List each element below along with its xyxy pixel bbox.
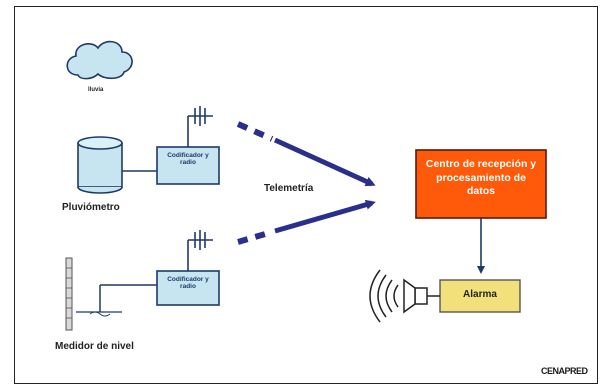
level-gauge-icon (65, 257, 122, 331)
speaker-icon (369, 269, 440, 323)
processing-center-box (415, 149, 547, 219)
cloud-label: lluvia (88, 87, 104, 93)
alarm-box (439, 279, 521, 313)
antenna-icon-1 (187, 106, 213, 147)
telemetry-arrow-1 (236, 121, 376, 187)
level-gauge-link (99, 284, 157, 312)
level-gauge-label: Medidor de nivel (55, 341, 134, 352)
antenna-icon-2 (187, 230, 213, 271)
telemetry-label: Telemetría (264, 183, 314, 194)
alarm-label: Alarma (463, 289, 497, 300)
processing-center-label: Centro de recepción y procesamiento de d… (425, 158, 537, 198)
telemetry-arrow-2 (237, 199, 376, 245)
rain-gauge-label: Pluviómetro (62, 202, 120, 213)
cloud-icon (66, 40, 133, 80)
encoder-label-2: Codificador y radio (167, 276, 209, 291)
cenapred-logo: CENAPRED (541, 366, 588, 376)
encoder-box-2 (156, 270, 220, 306)
rain-gauge-icon (77, 136, 123, 194)
encoder-label-1: Codificador y radio (167, 152, 209, 167)
